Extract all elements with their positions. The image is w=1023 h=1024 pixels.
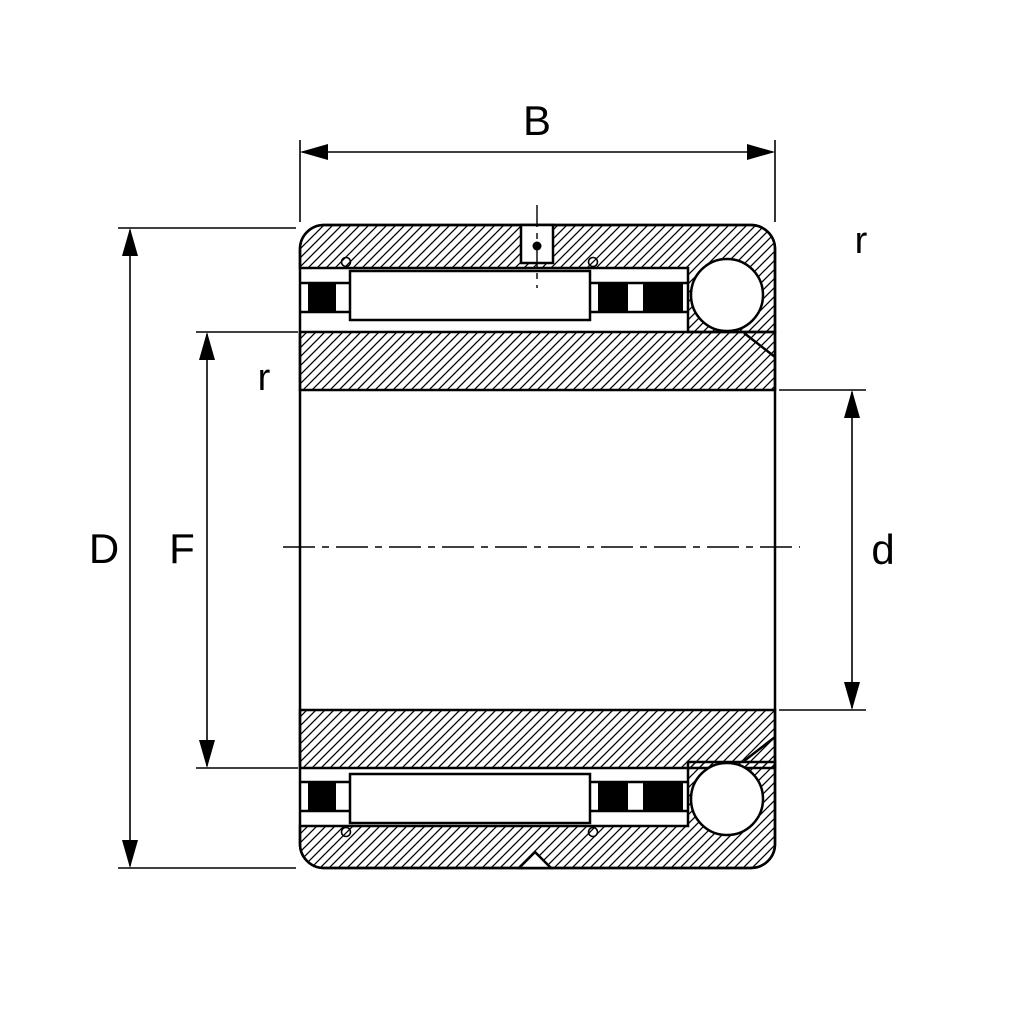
- arrowhead-B-left: [300, 144, 328, 160]
- seal-block-bottom-left: [308, 783, 336, 811]
- needle-roller-top: [348, 269, 592, 322]
- arrowhead-d-bottom: [844, 682, 860, 710]
- label-r-inner: r: [258, 357, 271, 399]
- ring-split-bottom: [743, 736, 776, 762]
- outer-ring-bottom: [298, 760, 777, 870]
- dimension-width-B: B: [299, 97, 776, 222]
- label-D: D: [89, 525, 119, 572]
- ring-split-top: [743, 332, 776, 358]
- cage-block-top-mid: [598, 284, 628, 312]
- ball-top: [689, 257, 765, 333]
- inner-ring-bottom: [298, 708, 777, 770]
- arrowhead-F-bottom: [199, 740, 215, 768]
- ball-bottom: [689, 761, 765, 837]
- arrowhead-B-right: [747, 144, 775, 160]
- inner-ring-top: [298, 330, 777, 392]
- arrowhead-D-top: [122, 228, 138, 256]
- cage-block-bottom-mid: [598, 783, 628, 811]
- dimension-outer-diameter-D: D: [89, 227, 296, 869]
- dimension-bore-d: d: [779, 389, 895, 711]
- outer-ring-top: [298, 223, 777, 334]
- bottom-notch: [515, 850, 555, 870]
- roller-pin-top-right: [587, 256, 599, 268]
- needle-roller-bottom: [348, 772, 592, 825]
- label-B: B: [523, 97, 551, 144]
- cage-block-top-right: [643, 284, 683, 312]
- cage-block-bottom-right: [643, 783, 683, 811]
- dimension-raceway-F: F: [169, 331, 298, 769]
- roller-pin-bottom-right: [587, 826, 599, 838]
- seal-block-top-left: [308, 284, 336, 312]
- arrowhead-D-bottom: [122, 840, 138, 868]
- bearing-body: [283, 205, 800, 870]
- label-F: F: [169, 525, 195, 572]
- roller-pin-top-left: [340, 256, 352, 268]
- roller-pin-bottom-left: [340, 826, 352, 838]
- label-d: d: [871, 526, 894, 573]
- arrowhead-d-top: [844, 390, 860, 418]
- label-r-outer: r: [855, 220, 868, 262]
- arrowhead-F-top: [199, 332, 215, 360]
